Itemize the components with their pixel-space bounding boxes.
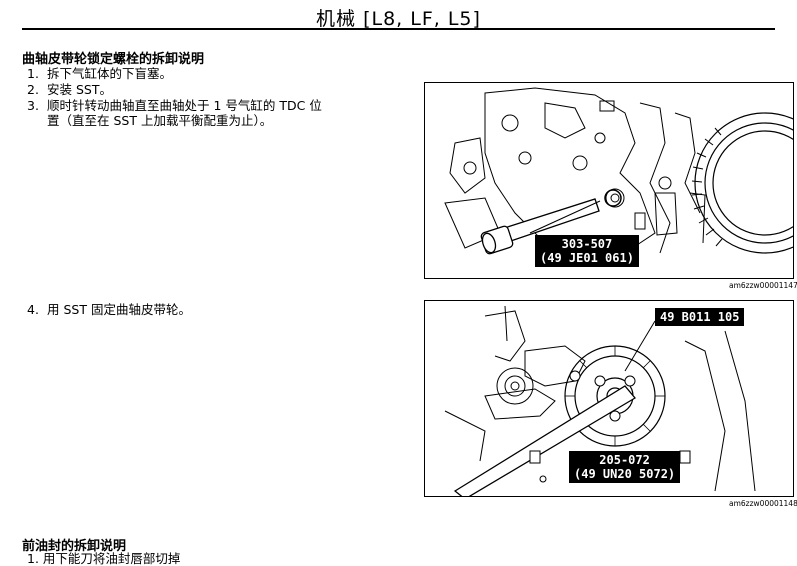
section-title-front-oil-seal: 前油封的拆卸说明	[22, 539, 127, 554]
callout-sst-303-507: 303-507 (49 JE01 061)	[535, 235, 639, 267]
step-number: 4.	[27, 302, 39, 317]
step-1: 1. 拆下气缸体的下盲塞。	[27, 66, 172, 81]
callout-line: (49 JE01 061)	[540, 251, 634, 265]
step-3: 3. 顺时针转动曲轴直至曲轴处于 1 号气缸的 TDC 位 置（直至在 SST 上…	[27, 98, 322, 128]
step-1-partial: 1. 用下能刀将油封唇部切掉	[27, 551, 181, 566]
crank-pulley-illustration	[444, 305, 756, 496]
step-number: 2.	[27, 82, 39, 97]
callout-line: 303-507	[561, 237, 613, 251]
callout-sst-205-072: 205-072 (49 UN20 5072)	[569, 451, 681, 483]
header-rule	[22, 28, 775, 30]
callout-line: 49 B011 105	[660, 310, 740, 324]
step-number: 1.	[27, 66, 39, 81]
callout-line: (49 UN20 5072)	[574, 467, 676, 481]
page-header: 机械 [L8, LF, L5]	[0, 0, 797, 30]
step-number: 3.	[27, 98, 39, 113]
figure-pulley-hold: 49 B011 105 205-072 (49 UN20 5072)	[424, 300, 794, 497]
step-text: 顺时针转动曲轴直至曲轴处于 1 号气缸的 TDC 位	[47, 98, 322, 113]
step-text: 安装 SST。	[47, 82, 112, 97]
figure-code: am6zzw00001148	[729, 499, 797, 508]
page-title: 机械 [L8, LF, L5]	[316, 8, 481, 30]
step-text: 用 SST 固定曲轴皮带轮。	[47, 302, 191, 317]
callout-line: 205-072	[599, 453, 650, 467]
step-text-continued: 置（直至在 SST 上加载平衡配重为止）。	[47, 113, 273, 128]
figure-sst-install: 303-507 (49 JE01 061)	[424, 82, 794, 279]
figure-code: am6zzw00001147	[729, 281, 797, 290]
engine-block-illustration	[444, 87, 793, 264]
step-4: 4. 用 SST 固定曲轴皮带轮。	[27, 302, 191, 317]
step-2: 2. 安装 SST。	[27, 82, 112, 97]
step-text: 拆下气缸体的下盲塞。	[47, 66, 173, 81]
section-title-crank-pulley-bolt: 曲轴皮带轮锁定螺栓的拆卸说明	[22, 52, 205, 67]
callout-sst-49-b011-105: 49 B011 105	[655, 308, 745, 326]
